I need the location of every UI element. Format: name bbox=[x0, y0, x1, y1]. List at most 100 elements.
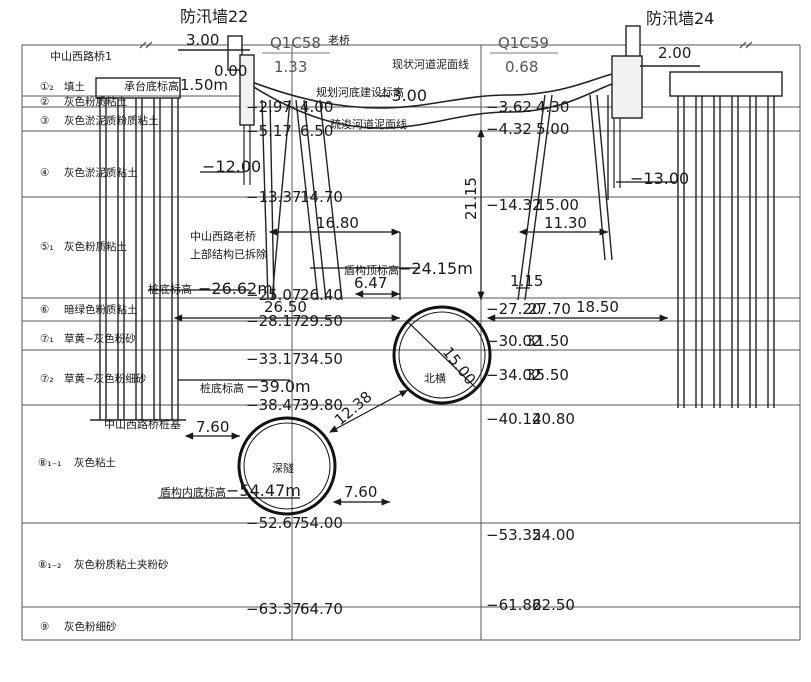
layer-8-name: 草黄~灰色粉细砂 bbox=[64, 372, 147, 385]
dim-21-15: 21.15 bbox=[462, 177, 480, 220]
planned-bed-value: −3.00 bbox=[378, 86, 427, 105]
elev-left-d2: 26.40 bbox=[300, 286, 343, 304]
dim-7-60-left: 7.60 bbox=[196, 418, 229, 436]
elev-left-c1: −13.37 bbox=[246, 188, 302, 206]
bridge-name: 中山西路桥1 bbox=[50, 50, 112, 63]
zero-elevation: 0.00 bbox=[214, 62, 247, 80]
elev-left-e1: −28.17 bbox=[246, 312, 302, 330]
layer-7-code: ⑦₁ bbox=[40, 333, 54, 345]
elev-left-i1: −63.37 bbox=[246, 600, 302, 618]
layer-1-name: 填土 bbox=[64, 80, 85, 93]
right-bridge-piles bbox=[669, 71, 783, 408]
elev-right-g2: 40.80 bbox=[532, 410, 575, 428]
left-pile-tip-label: 桩底标高 bbox=[148, 282, 192, 296]
elev-left-g2: 39.80 bbox=[300, 396, 343, 414]
elev-left-g1: −38.47 bbox=[246, 396, 302, 414]
layer-5-code: ⑤₁ bbox=[40, 241, 54, 253]
layer-boundaries bbox=[21, 44, 801, 641]
deep-tunnel-inner bbox=[243, 422, 331, 510]
elev-right-e2: 31.50 bbox=[526, 332, 569, 350]
left-bridge-piles bbox=[90, 77, 186, 421]
dim-6-47: 6.47 bbox=[354, 274, 387, 292]
right-flood-wall-value: 2.00 bbox=[658, 44, 691, 62]
old-bridge-note-2: 上部结构已拆除 bbox=[190, 247, 267, 261]
layer-3-code: ③ bbox=[40, 115, 49, 127]
dim-11-30: 11.30 bbox=[544, 214, 587, 232]
layer-2-code: ② bbox=[40, 96, 49, 108]
dim-26-50: 26.50 bbox=[264, 298, 307, 316]
elev-right-b1: −4.32 bbox=[486, 120, 532, 138]
layer-2-name: 灰色粉质粘土 bbox=[64, 95, 127, 108]
cap-label: 承台底标高 bbox=[124, 79, 179, 93]
layer-11-code: ⑨ bbox=[40, 621, 49, 633]
deep-tunnel-bottom-label: 盾构内底标高 bbox=[160, 485, 226, 499]
current-river-bed-label: 现状河道泥面线 bbox=[392, 57, 469, 71]
elev-left-b1: −5.17 bbox=[246, 122, 292, 140]
pile-tip-label: 桩底标高 bbox=[200, 381, 244, 395]
layer-10-name: 灰色粉质粘土夹粉砂 bbox=[74, 558, 169, 571]
elev-left-d1: −25.07 bbox=[246, 286, 302, 304]
right-elevations: −3.62 4.30 −4.32 5.00 −14.32 15.00 −27.2… bbox=[486, 98, 579, 614]
right-flood-wall-label: 防汛墙24 bbox=[646, 9, 714, 28]
section-id-left: Q1C58 bbox=[270, 34, 321, 52]
dim-18-50: 18.50 bbox=[576, 298, 619, 316]
layer-8-code: ⑦₂ bbox=[40, 373, 54, 385]
layer-4-code: ④ bbox=[40, 167, 49, 179]
layer-4-name: 灰色淤泥质粘土 bbox=[64, 166, 138, 179]
elev-right-d2: 27.70 bbox=[528, 300, 571, 318]
layer-9-name: 灰色粘土 bbox=[74, 456, 116, 469]
elev-right-f1: −34.02 bbox=[486, 366, 542, 384]
elev-right-b2: 5.00 bbox=[536, 120, 569, 138]
layer-6-code: ⑥ bbox=[40, 304, 49, 316]
elev-right-i2: 62.50 bbox=[532, 596, 575, 614]
section-value-right: 0.68 bbox=[505, 58, 538, 76]
north-tunnel-top-value: −24.15m bbox=[398, 259, 473, 278]
elev-left-c2: 14.70 bbox=[300, 188, 343, 206]
elev-right-i1: −61.82 bbox=[486, 596, 542, 614]
north-tunnel-top-label: 盾构顶标高 bbox=[344, 263, 399, 277]
pile-tip-value: −39.0m bbox=[246, 377, 311, 396]
bridge-pile-label: 中山西路桥桩基 bbox=[104, 417, 181, 431]
flood-wall-piles bbox=[243, 118, 621, 188]
elev-right-c1: −14.32 bbox=[486, 196, 542, 214]
dimension-lines bbox=[148, 128, 676, 506]
elev-right-g1: −40.12 bbox=[486, 410, 542, 428]
old-bridge-piles bbox=[261, 94, 613, 301]
left-flood-wall bbox=[178, 35, 255, 126]
ground-hatch bbox=[139, 41, 753, 49]
deep-tunnel-bottom-value: −54.47m bbox=[226, 481, 301, 500]
layer-6-name: 暗绿色粉质粘土 bbox=[64, 303, 138, 316]
layer-9-code: ⑧₁₋₁ bbox=[38, 457, 61, 469]
layer-3-name: 灰色淤泥质粉质粘土 bbox=[64, 114, 159, 127]
right-flood-wall bbox=[611, 25, 700, 119]
layer-5-name: 灰色粉质粘土 bbox=[64, 240, 127, 253]
elev-right-e1: −30.02 bbox=[486, 332, 542, 350]
elev-right-c2: 15.00 bbox=[536, 196, 579, 214]
deep-tunnel bbox=[237, 416, 337, 516]
elev-left-h2: 54.00 bbox=[300, 514, 343, 532]
cap-elevation: 1.50m bbox=[180, 76, 228, 94]
elev-left-a2: 4.00 bbox=[300, 98, 333, 116]
elev-right-a1: −3.62 bbox=[486, 98, 532, 116]
old-bridge-note-1: 中山西路老桥 bbox=[190, 230, 256, 243]
elev-right-d1: −27.20 bbox=[486, 300, 542, 318]
planned-bed-label: 规划河底建设标高 bbox=[316, 85, 404, 99]
north-tunnel bbox=[392, 305, 492, 405]
elev-right-a2: 4.30 bbox=[536, 98, 569, 116]
tunnels bbox=[237, 305, 492, 516]
elev-left-f2: 34.50 bbox=[300, 350, 343, 368]
elev-right-h2: 54.00 bbox=[532, 526, 575, 544]
elev-left-a1: −2.97 bbox=[246, 98, 292, 116]
left-pile-tip-value: −26.62m bbox=[198, 279, 273, 298]
layer-1-code: ①₂ bbox=[40, 81, 54, 93]
layer-10-code: ⑧₁₋₂ bbox=[38, 559, 61, 571]
north-tunnel-inner bbox=[398, 311, 486, 399]
layer-11-name: 灰色粉细砂 bbox=[64, 620, 117, 633]
left-flood-wall-value: 3.00 bbox=[186, 31, 219, 49]
section-id-right: Q1C59 bbox=[498, 34, 549, 52]
elev-right-h1: −53.32 bbox=[486, 526, 542, 544]
elev-left-b2: 6.50 bbox=[300, 122, 333, 140]
deep-tunnel-label: 深隧 bbox=[272, 461, 294, 475]
elev-left-i2: 64.70 bbox=[300, 600, 343, 618]
soil-layer-list: ①₂ 填土 ② 灰色粉质粘土 ③ 灰色淤泥质粉质粘土 ④ 灰色淤泥质粘土 ⑤₁ … bbox=[38, 80, 169, 633]
